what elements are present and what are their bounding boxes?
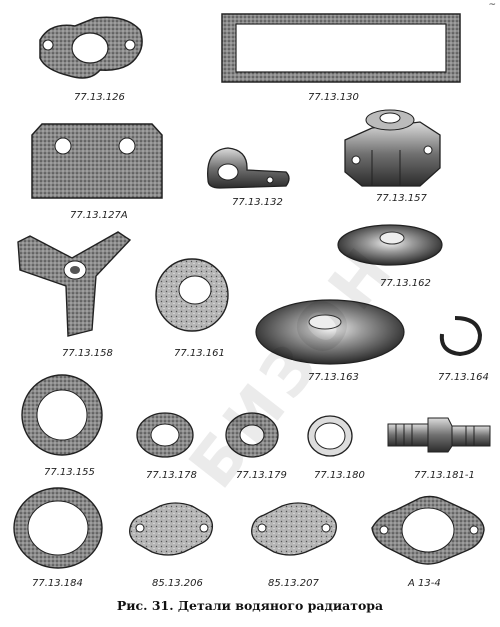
label-77-13-157: 77.13.157 [376, 193, 427, 204]
part-77-13-180 [307, 415, 353, 457]
label-77-13-162: 77.13.162 [380, 278, 431, 289]
part-77-13-130 [221, 13, 461, 83]
label-77-13-132: 77.13.132 [232, 197, 283, 208]
part-77-13-158 [17, 231, 132, 337]
label-77-13-130: 77.13.130 [308, 92, 359, 103]
label-77-13-161: 77.13.161 [174, 348, 225, 359]
part-77-13-181-1 [387, 417, 491, 453]
label-77-13-158: 77.13.158 [62, 348, 113, 359]
label-77-13-178: 77.13.178 [146, 470, 197, 481]
part-77-13-161 [155, 258, 229, 332]
label-85-13-207: 85.13.207 [268, 578, 319, 589]
part-85-13-207 [251, 502, 337, 556]
part-77-13-184 [13, 487, 103, 569]
label-77-13-180: 77.13.180 [314, 470, 365, 481]
label-77-13-155: 77.13.155 [44, 467, 95, 478]
part-77-13-132 [207, 147, 290, 189]
part-77-13-163 [255, 299, 405, 365]
part-77-13-126 [39, 16, 143, 79]
part-77-13-162 [337, 224, 443, 266]
figure-caption: Рис. 31. Детали водяного радиатора [116, 598, 384, 613]
part-77-13-164 [439, 316, 483, 357]
label-77-13-126: 77.13.126 [74, 92, 125, 103]
label-85-13-206: 85.13.206 [152, 578, 203, 589]
part-77-13-157 [344, 109, 441, 187]
part-77-13-178 [136, 412, 194, 458]
label-77-13-184: 77.13.184 [32, 578, 83, 589]
part-77-13-155 [21, 374, 103, 456]
label-77-13-163: 77.13.163 [308, 372, 359, 383]
label-77-13-181-1: 77.13.181-1 [414, 470, 475, 481]
part-77-13-179 [225, 412, 279, 458]
corner-mark: ~ [488, 0, 496, 10]
label-77-13-164: 77.13.164 [438, 372, 489, 383]
label-77-13-179: 77.13.179 [236, 470, 287, 481]
part-a13-4 [371, 495, 485, 565]
label-77-13-127a: 77.13.127А [70, 210, 128, 221]
part-85-13-206 [129, 502, 214, 556]
label-a13-4: А 13-4 [408, 578, 441, 589]
part-77-13-127a [31, 123, 163, 199]
